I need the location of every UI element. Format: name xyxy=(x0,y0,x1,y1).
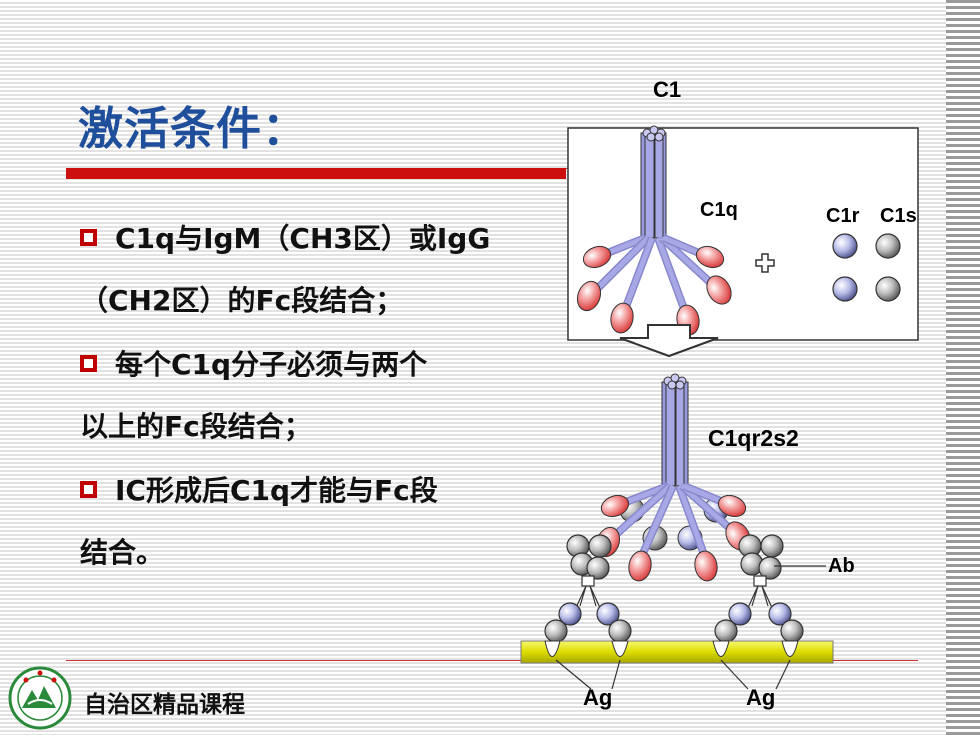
down-arrow-icon xyxy=(619,324,719,358)
c1q-label: C1q xyxy=(700,199,738,221)
ag-pointer-right-a xyxy=(720,659,749,690)
bullet-1-line-2: （CH2区）的Fc段结合； xyxy=(80,284,404,317)
c1q-molecule-top xyxy=(576,125,732,336)
ag-label-right: Ag xyxy=(746,685,775,710)
c1qr2s2-complex-arms xyxy=(595,482,751,582)
bullet-2: 每个C1q分子必须与两个 以上的Fc段结合； xyxy=(80,334,560,458)
bullet-square-icon xyxy=(80,229,97,246)
ag-pointer-left-b xyxy=(611,659,621,690)
title-underline xyxy=(66,168,566,179)
ag-label-left: Ag xyxy=(583,685,612,710)
ag-pointer-right-b xyxy=(775,659,791,690)
bullet-3: IC形成后C1q才能与Fc段 结合。 xyxy=(80,460,560,584)
right-stripe-bar xyxy=(946,0,980,735)
footer-course-label: 自治区精品课程 xyxy=(84,692,245,718)
bullet-3-line-1: IC形成后C1q才能与Fc段 xyxy=(115,474,438,507)
ab-label: Ab xyxy=(828,555,855,577)
university-logo-icon xyxy=(8,666,72,730)
c1r-c1s-spheres xyxy=(832,233,901,302)
antibody-left xyxy=(544,534,632,643)
plus-icon xyxy=(755,253,775,273)
bullet-1: C1q与IgM（CH3区）或IgG （CH2区）的Fc段结合； xyxy=(80,208,560,332)
footer-rule xyxy=(66,660,918,661)
bullet-square-icon xyxy=(80,355,97,372)
c1qr2s2-label: C1qr2s2 xyxy=(708,425,799,451)
bullet-2-line-2: 以上的Fc段结合； xyxy=(80,410,312,443)
antibody-right xyxy=(714,534,804,643)
c1s-label: C1s xyxy=(880,205,917,227)
bullet-2-line-1: 每个C1q分子必须与两个 xyxy=(115,348,428,381)
bullet-3-line-2: 结合。 xyxy=(80,536,165,569)
ag-pointer-left-a xyxy=(555,659,592,690)
c1-label: C1 xyxy=(653,77,681,102)
c1q-molecule-bottom xyxy=(661,373,689,487)
bullet-square-icon xyxy=(80,481,97,498)
antigen-membrane xyxy=(520,640,834,664)
c1r-label: C1r xyxy=(826,205,860,227)
page-title: 激活条件： xyxy=(78,102,309,155)
bullet-1-line-1: C1q与IgM（CH3区）或IgG xyxy=(115,222,491,255)
